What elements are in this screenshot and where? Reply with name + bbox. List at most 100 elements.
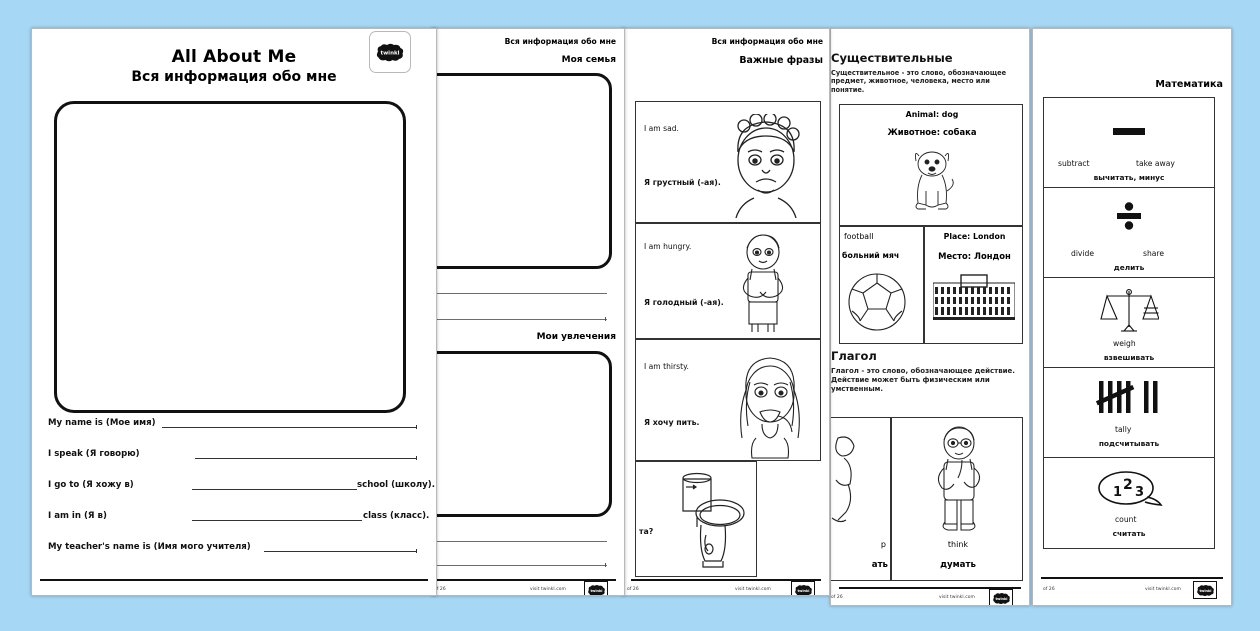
math-en-left-3: tally xyxy=(1115,425,1132,434)
girl-drinking-illustration xyxy=(726,352,814,460)
verb-ru-1: думать xyxy=(940,560,976,570)
count-bubble-icon: 1 2 3 xyxy=(1095,469,1163,511)
page-3-phrases[interactable]: Вся информация обо мне Важные фразы I am… xyxy=(622,28,830,596)
page-5-math[interactable]: Математика subtract take away вычитать, … xyxy=(1032,28,1232,606)
noun-ru-0: Животное: собака xyxy=(887,127,977,137)
noun-en-2: Place: London xyxy=(943,232,1006,241)
field-line-3[interactable] xyxy=(192,520,362,521)
phrase-card-toilet xyxy=(635,461,757,577)
page-2-family[interactable]: Вся информация обо мне Моя семья Мои увл… xyxy=(431,28,625,596)
verb-ru-0: ать xyxy=(871,560,888,570)
footer-page-of: of 26 xyxy=(627,587,639,592)
math-en-left-1: divide xyxy=(1071,249,1095,258)
divide-symbol xyxy=(1115,201,1143,231)
noun-en-1: football xyxy=(844,232,874,241)
field-label-2: I go to (Я хожу в) xyxy=(48,480,134,490)
math-ru-4: считать xyxy=(1112,529,1146,538)
field-label-1: I speak (Я говорю) xyxy=(48,449,140,459)
svg-text:twinkl: twinkl xyxy=(1199,588,1211,592)
page-4-grammar[interactable]: Существительные Существительное - это сл… xyxy=(830,28,1030,606)
math-en-right-1: share xyxy=(1143,249,1165,258)
footer-page-of: of 26 xyxy=(1043,587,1055,592)
footer-visit: visit twinkl.com xyxy=(939,595,975,600)
twinkl-logo: twinkl xyxy=(1193,581,1217,599)
noun-card-dog: Animal: dog Животное: собака xyxy=(839,104,1023,226)
page-subtitle: Вся информация обо мне xyxy=(131,69,337,85)
page-1-all-about-me[interactable]: twinkl All About Me Вся информация обо м… xyxy=(31,28,437,596)
family-drawing-box[interactable] xyxy=(432,73,612,269)
verb-en-0: р xyxy=(880,540,886,549)
page-3-subtitle: Важные фразы xyxy=(739,55,823,66)
dog-illustration xyxy=(902,147,962,213)
math-ru-1: делить xyxy=(1113,263,1145,272)
hungry-boy-illustration xyxy=(730,232,796,336)
thinking-girl-illustration xyxy=(928,426,990,534)
hobbies-drawing-box[interactable] xyxy=(432,351,612,517)
phrase-ru-0: Я грустный (-ая). xyxy=(644,178,721,187)
field-line-1[interactable] xyxy=(195,458,416,459)
noun-definition: Существительное - это слово, обозначающе… xyxy=(831,69,1007,94)
noun-section-title: Существительные xyxy=(831,51,953,65)
svg-text:twinkl: twinkl xyxy=(995,596,1007,600)
phrase-ru-1: Я голодный (-ая). xyxy=(644,298,724,307)
twinkl-logo: twinkl xyxy=(989,589,1013,605)
running-illustration xyxy=(831,432,884,528)
svg-text:3: 3 xyxy=(1135,485,1144,500)
tally-marks-icon xyxy=(1095,379,1163,415)
footer-visit: visit twinkl.com xyxy=(1145,587,1181,592)
field-line-2[interactable] xyxy=(192,489,357,490)
page-title: All About Me xyxy=(171,47,297,67)
phrase-en-0: I am sad. xyxy=(644,124,679,133)
field-label-0: My name is (Мое имя) xyxy=(48,418,156,428)
svg-text:twinkl: twinkl xyxy=(380,50,399,56)
phrase-en-1: I am hungry. xyxy=(644,242,692,251)
phrase-ru-3: та? xyxy=(639,527,654,536)
noun-ru-1: больний мяч xyxy=(842,251,900,260)
sad-face-illustration xyxy=(724,114,808,218)
twinkl-logo: twinkl xyxy=(791,581,815,595)
page-2-section-hobbies: Мои увлечения xyxy=(536,332,616,342)
verb-en-1: think xyxy=(947,540,969,549)
field-line-0[interactable] xyxy=(162,427,416,428)
phrase-card-hungry: I am hungry. Я голодный (-ая). xyxy=(635,223,821,339)
scales-icon xyxy=(1099,287,1159,335)
twinkl-logo: twinkl xyxy=(369,31,411,73)
math-ru-2: взвешивать xyxy=(1103,353,1155,362)
page-5-title: Математика xyxy=(1155,79,1223,90)
field-label-3: I am in (Я в) xyxy=(48,511,107,521)
svg-text:2: 2 xyxy=(1123,477,1133,493)
verb-definition: Глагол - это слово, обозначающее действи… xyxy=(831,367,1015,393)
noun-card-football: football больний мяч xyxy=(839,226,924,344)
page-3-header: Вся информация обо мне xyxy=(711,37,823,46)
noun-en-0: Animal: dog xyxy=(905,110,959,119)
field-suffix-3: class (класс). xyxy=(363,511,430,521)
footer-visit: visit twinkl.com xyxy=(530,587,566,592)
verb-section-title: Глагол xyxy=(831,349,877,363)
math-ru-0: вычитать, минус xyxy=(1093,173,1165,182)
svg-text:twinkl: twinkl xyxy=(797,588,809,592)
math-en-right-0: take away xyxy=(1136,159,1175,168)
field-line-4[interactable] xyxy=(264,551,416,552)
verb-card-think: think думать xyxy=(891,417,1023,581)
field-label-4: My teacher's name is (Имя мого учителя) xyxy=(48,542,251,552)
london-building-illustration xyxy=(933,273,1015,325)
field-suffix-2: school (школу). xyxy=(357,480,435,490)
svg-text:twinkl: twinkl xyxy=(590,588,602,592)
phrase-card-thirsty: I am thirsty. Я хочу пить. xyxy=(635,339,821,461)
math-en-left-2: weigh xyxy=(1113,339,1136,348)
footer-page-of: of 26 xyxy=(831,595,843,600)
svg-text:1: 1 xyxy=(1113,485,1122,500)
math-ru-3: подсчитывать xyxy=(1098,439,1160,448)
self-portrait-drawing-box[interactable] xyxy=(54,101,406,413)
math-en-left-0: subtract xyxy=(1058,159,1090,168)
phrase-card-sad: I am sad. Я грустный (-ая). xyxy=(635,101,821,223)
phrase-ru-2: Я хочу пить. xyxy=(644,418,700,427)
page-2-header: Вся информация обо мне xyxy=(504,37,616,46)
toilet-illustration xyxy=(673,465,747,569)
twinkl-logo: twinkl xyxy=(584,581,608,595)
noun-ru-2: Место: Лондон xyxy=(938,251,1011,261)
footer-visit: visit twinkl.com xyxy=(735,587,771,592)
phrase-en-2: I am thirsty. xyxy=(644,362,689,371)
noun-card-london: Place: London Место: Лондон xyxy=(924,226,1023,344)
